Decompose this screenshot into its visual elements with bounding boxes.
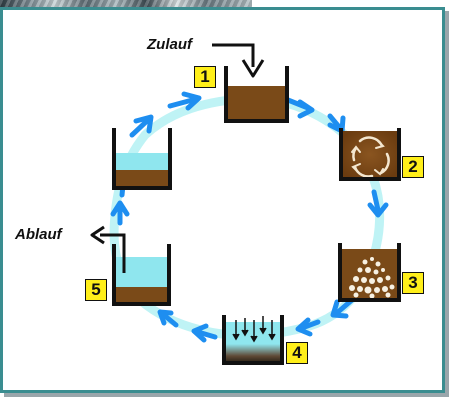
floc-particles-icon xyxy=(349,257,395,299)
tank-3 xyxy=(338,243,401,302)
aeration-swirl-icon xyxy=(351,136,390,178)
step-badge-1: 1 xyxy=(194,66,216,88)
settling-arrows-icon xyxy=(232,316,276,343)
tank-fill xyxy=(112,128,172,190)
tank-1 xyxy=(224,66,289,123)
tank-5 xyxy=(112,244,171,306)
step-badge-3: 3 xyxy=(402,272,424,294)
outflow-arrow xyxy=(90,225,126,273)
tank-2 xyxy=(339,128,401,181)
step-badge-5: 5 xyxy=(85,279,107,301)
inflow-label: Zulauf xyxy=(147,36,192,53)
cycle-arrows xyxy=(110,91,389,343)
step-badge-4: 4 xyxy=(286,342,308,364)
tank-4 xyxy=(222,315,284,365)
step-badge-2: 2 xyxy=(402,156,424,178)
outflow-label: Ablauf xyxy=(15,226,62,243)
inflow-arrow xyxy=(212,43,265,78)
